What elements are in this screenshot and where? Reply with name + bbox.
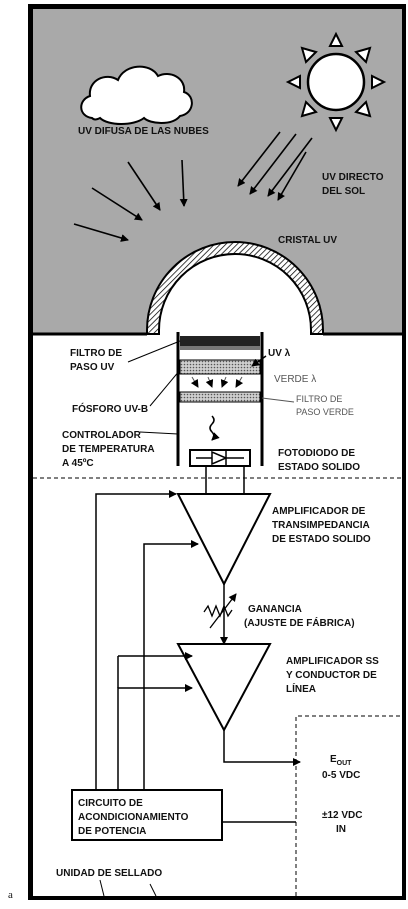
eout-label: EOUT [330, 754, 352, 767]
power-label-3: DE POTENCIA [78, 826, 146, 837]
green-filter-label-2: PASO VERDE [296, 407, 354, 417]
photon-wave-icon [209, 415, 220, 441]
photodiode-label-2: ESTADO SOLIDO [278, 462, 360, 473]
gain-label-1: GANANCIA [248, 604, 302, 615]
direct-uv-arrows [237, 131, 313, 201]
amp2-label-3: LÍNEA [286, 682, 316, 695]
amp1-label-1: AMPLIFICADOR DE [272, 506, 366, 517]
green-lambda-label: VERDE λ [274, 374, 316, 385]
photodiode-label-1: FOTODIODO DE [278, 448, 355, 459]
eout-range-label: 0-5 VDC [322, 770, 360, 781]
green-filter-label-1: FILTRO DE [296, 394, 342, 404]
controller-label-1: CONTROLADOR [62, 430, 142, 441]
figure-letter: a [8, 889, 13, 901]
direct-uv-label-2: DEL SOL [322, 186, 365, 197]
uv-filter-label-2: PASO UV [70, 362, 115, 373]
power-label-2: ACONDICIONAMIENTO [78, 812, 189, 823]
uv-lambda-label: UV λ [268, 348, 291, 359]
glass-dome [146, 241, 324, 335]
cloud-icon [80, 65, 193, 125]
line-driver-amplifier [176, 643, 272, 733]
gain-adjust-icon [203, 593, 237, 629]
diffuse-uv-arrows [73, 159, 188, 242]
green-light-arrows [190, 376, 244, 388]
green-pass-filter [179, 391, 261, 403]
direct-uv-label-1: UV DIRECTO [322, 172, 384, 183]
supply-label-2: IN [336, 824, 346, 835]
controller-label-2: DE TEMPERATURA [62, 444, 155, 455]
amp2-label-1: AMPLIFICADOR SS [286, 656, 379, 667]
connector-region [295, 715, 402, 896]
dome-label: CRISTAL UV [278, 235, 337, 246]
uv-pass-filter [180, 336, 260, 346]
uv-filter-label-1: FILTRO DE [70, 348, 122, 359]
gain-label-2: (AJUSTE DE FÁBRICA) [244, 616, 355, 629]
sun-icon [285, 31, 387, 133]
amp1-label-2: TRANSIMPEDANCIA [272, 520, 370, 531]
power-conditioning-box [71, 789, 223, 841]
power-label-1: CIRCUITO DE [78, 798, 143, 809]
diffuse-uv-label: UV DIFUSA DE LAS NUBES [78, 126, 209, 137]
phosphor-label: FÓSFORO UV-B [72, 402, 148, 415]
amp2-label-2: Y CONDUCTOR DE [286, 670, 377, 681]
sensor-housing [176, 332, 264, 466]
controller-label-3: A 45ºC [62, 458, 94, 469]
amp1-label-3: DE ESTADO SOLIDO [272, 534, 371, 545]
supply-label-1: ±12 VDC [322, 810, 363, 821]
power-distribution-lines [95, 490, 199, 790]
uvb-phosphor-layer [179, 359, 261, 375]
transimpedance-amplifier [176, 493, 272, 587]
photodiode-icon [189, 449, 251, 467]
seal-unit-label: UNIDAD DE SELLADO [56, 868, 162, 879]
